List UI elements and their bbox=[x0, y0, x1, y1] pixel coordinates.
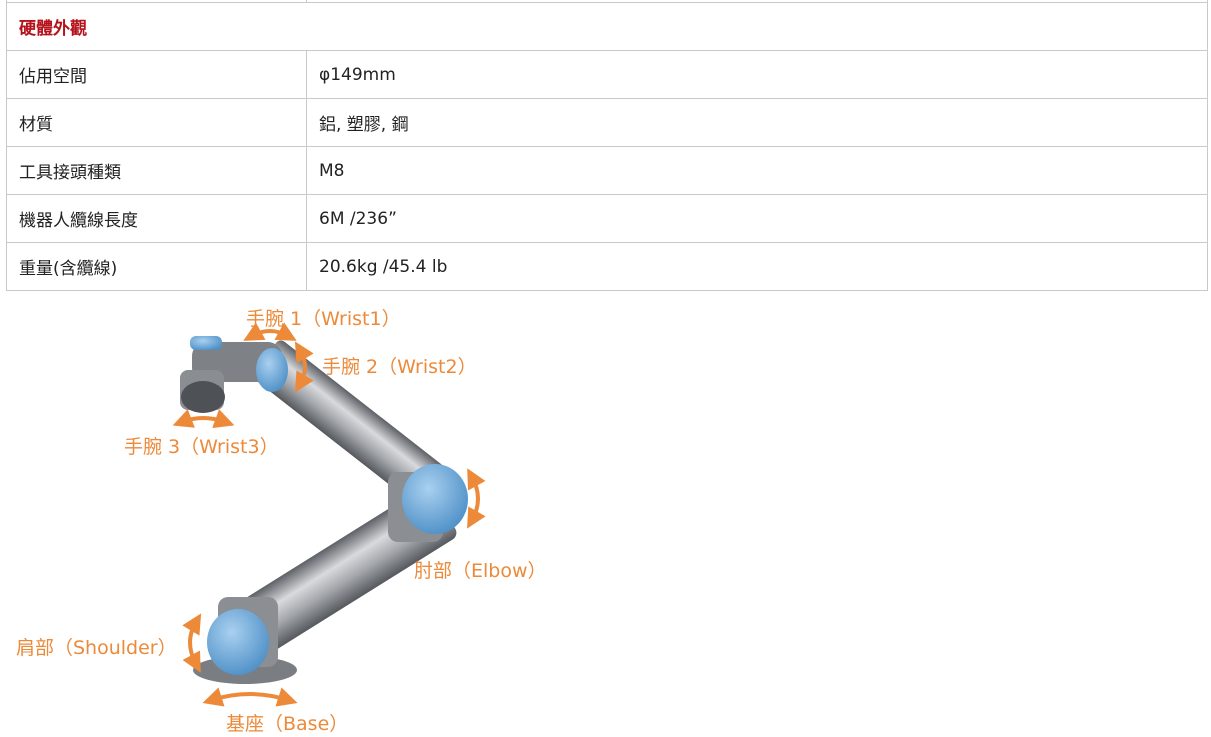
shoulder-joint-cap bbox=[207, 609, 269, 675]
spec-value: 6M /236” bbox=[306, 194, 1208, 243]
elbow-joint-cap bbox=[402, 464, 468, 534]
tool-flange bbox=[181, 381, 225, 413]
shoulder-rotation-arrow-icon bbox=[182, 613, 202, 673]
table-row: 佔用空間 φ149mm bbox=[6, 50, 1208, 99]
spec-label: 佔用空間 bbox=[6, 50, 307, 99]
base-rotation-arrow-icon bbox=[202, 687, 298, 707]
elbow-label: 肘部（Elbow） bbox=[414, 560, 547, 582]
wrist1-rotation-arrow-icon bbox=[243, 322, 297, 341]
table-row: 機器人纜線長度 6M /236” bbox=[6, 194, 1208, 243]
shoulder-label: 肩部（Shoulder） bbox=[16, 637, 177, 659]
base-label: 基座（Base） bbox=[226, 713, 349, 735]
spec-label: 機器人纜線長度 bbox=[6, 194, 307, 243]
robot-arm-figure: 手腕 1（Wrist1） 手腕 2（Wrist2） 手腕 3（Wrist3） 肘… bbox=[0, 292, 600, 737]
table-row: 材質 鋁, 塑膠, 鋼 bbox=[6, 98, 1208, 147]
spec-value: M8 bbox=[306, 146, 1208, 195]
wrist1-label: 手腕 1（Wrist1） bbox=[246, 308, 401, 330]
wrist2-label: 手腕 2（Wrist2） bbox=[322, 356, 477, 378]
specs-table: 硬體外觀 佔用空間 φ149mm 材質 鋁, 塑膠, 鋼 工具接頭種類 M8 機… bbox=[6, 0, 1208, 291]
spec-value: 20.6kg /45.4 lb bbox=[306, 242, 1208, 291]
spec-value: 鋁, 塑膠, 鋼 bbox=[306, 98, 1208, 147]
elbow-rotation-arrow-icon bbox=[467, 468, 486, 529]
wrist3-rotation-arrow-icon bbox=[172, 409, 235, 428]
section-title: 硬體外觀 bbox=[6, 2, 1208, 51]
wrist2-joint-cap bbox=[256, 348, 288, 392]
wrist3-label: 手腕 3（Wrist3） bbox=[124, 436, 279, 458]
spec-label: 工具接頭種類 bbox=[6, 146, 307, 195]
wrist2-rotation-arrow-icon bbox=[294, 341, 314, 393]
spec-value: φ149mm bbox=[306, 50, 1208, 99]
spec-label: 材質 bbox=[6, 98, 307, 147]
table-row: 工具接頭種類 M8 bbox=[6, 146, 1208, 195]
robot-arm-illustration bbox=[172, 322, 486, 707]
wrist1-joint-cap bbox=[190, 336, 222, 350]
table-row: 重量(含纜線) 20.6kg /45.4 lb bbox=[6, 242, 1208, 291]
section-header-row: 硬體外觀 bbox=[6, 2, 1208, 51]
spec-label: 重量(含纜線) bbox=[6, 242, 307, 291]
